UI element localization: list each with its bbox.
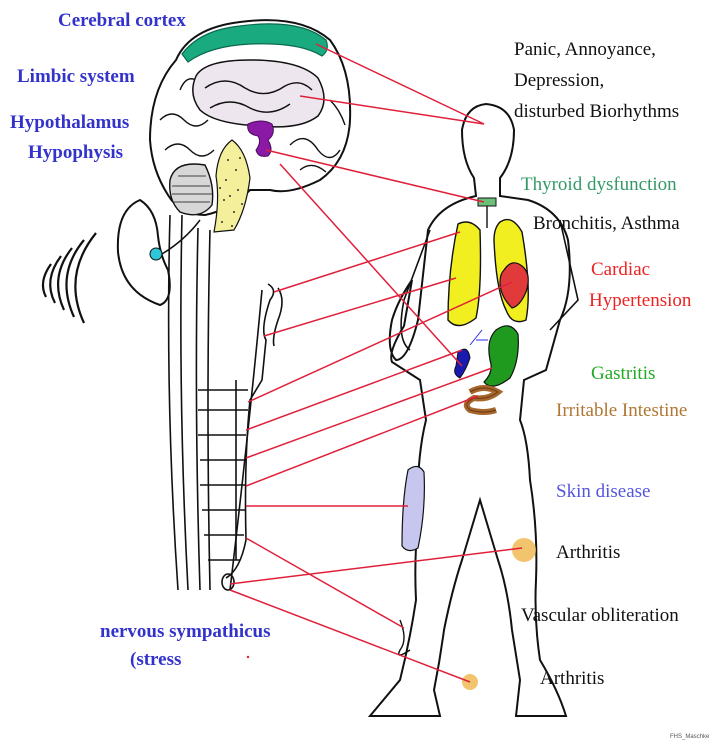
- label-hypothalamus: Hypothalamus: [10, 112, 129, 133]
- inner-ear-icon: [150, 248, 162, 260]
- label-bronchitis: Bronchitis, Asthma: [533, 213, 680, 234]
- label-limbic-system: Limbic system: [17, 66, 135, 87]
- label-cardiac: Cardiac: [591, 259, 650, 280]
- label-arthritis-knee: Arthritis: [556, 542, 620, 563]
- label-hypertension: Hypertension: [589, 290, 692, 311]
- joint-knee-icon: [512, 538, 536, 562]
- label-biorhythms: disturbed Biorhythms: [514, 101, 679, 122]
- credit-text: FHS_Maschke: [670, 734, 710, 740]
- label-arthritis-ankle: Arthritis: [540, 668, 604, 689]
- spinal-column: [169, 215, 282, 590]
- head-brain: [118, 20, 350, 305]
- label-skin-disease: Skin disease: [556, 481, 650, 502]
- label-hypophysis: Hypophysis: [28, 142, 123, 163]
- sound-waves-icon: [43, 233, 96, 323]
- label-cerebral-cortex: Cerebral cortex: [58, 10, 186, 31]
- label-nervous-sympathicus: nervous sympathicus: [100, 621, 271, 642]
- label-vascular: Vascular obliteration: [521, 605, 679, 626]
- cerebellum-region: [170, 164, 213, 215]
- label-panic: Panic, Annoyance,: [514, 39, 656, 60]
- label-irritable-intestine: Irritable Intestine: [556, 400, 687, 421]
- thyroid-icon: [478, 198, 496, 206]
- label-stress: (stress: [130, 649, 181, 670]
- label-depression: Depression,: [514, 70, 604, 91]
- label-gastritis: Gastritis: [591, 363, 655, 384]
- label-thyroid: Thyroid dysfunction: [521, 174, 677, 195]
